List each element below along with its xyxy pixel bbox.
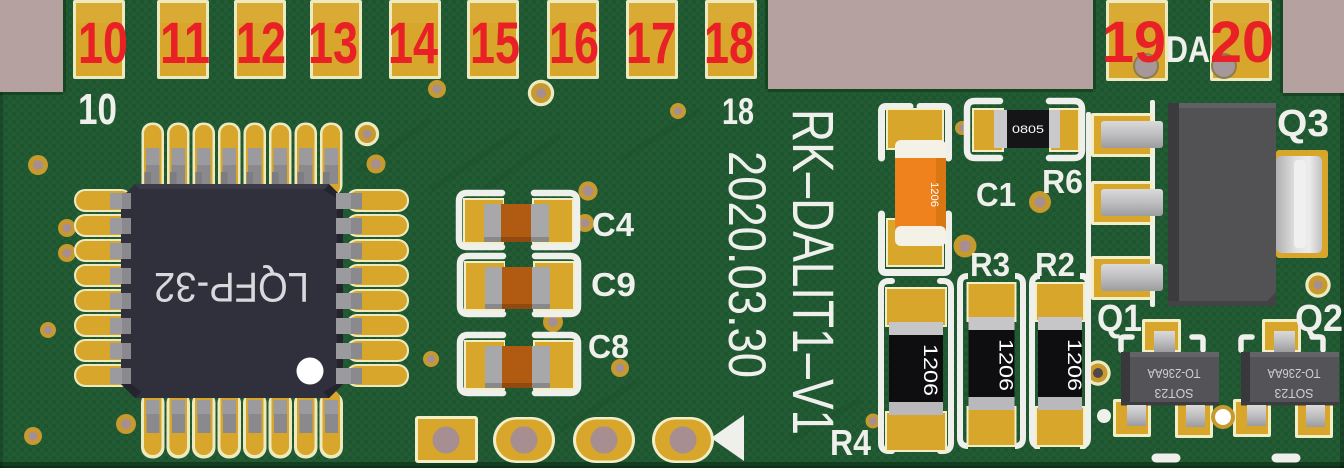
svg-text:Q2: Q2 bbox=[1295, 298, 1343, 340]
svg-text:C8: C8 bbox=[588, 328, 629, 365]
svg-text:20: 20 bbox=[1210, 10, 1274, 75]
svg-text:C9: C9 bbox=[591, 266, 636, 303]
svg-text:10: 10 bbox=[78, 11, 128, 76]
svg-text:0805: 0805 bbox=[1012, 124, 1044, 136]
svg-text:R6: R6 bbox=[1042, 163, 1083, 200]
svg-text:18: 18 bbox=[722, 91, 754, 132]
svg-text:SOT23: SOT23 bbox=[1155, 386, 1194, 401]
svg-text:R2: R2 bbox=[1035, 246, 1075, 283]
svg-text:Q1: Q1 bbox=[1097, 298, 1142, 340]
svg-text:14: 14 bbox=[388, 11, 438, 76]
svg-text:15: 15 bbox=[470, 11, 520, 76]
svg-text:SOT23: SOT23 bbox=[1275, 386, 1314, 401]
svg-text:DA: DA bbox=[1166, 29, 1210, 70]
svg-text:19: 19 bbox=[1102, 10, 1166, 75]
svg-text:1206: 1206 bbox=[995, 339, 1016, 391]
svg-text:LQFP-32: LQFP-32 bbox=[154, 264, 309, 311]
svg-text:TO-236AA: TO-236AA bbox=[1147, 366, 1200, 381]
svg-text:16: 16 bbox=[549, 11, 599, 76]
svg-text:R4: R4 bbox=[830, 422, 871, 463]
svg-text:RK–DALIT1–V1: RK–DALIT1–V1 bbox=[780, 109, 845, 435]
svg-text:C4: C4 bbox=[592, 206, 635, 243]
svg-text:10: 10 bbox=[78, 85, 117, 134]
svg-text:1206: 1206 bbox=[928, 182, 940, 207]
svg-text:18: 18 bbox=[704, 11, 754, 76]
svg-text:17: 17 bbox=[626, 11, 676, 76]
svg-text:2020.03.30: 2020.03.30 bbox=[717, 151, 776, 378]
svg-text:1206: 1206 bbox=[1063, 339, 1084, 391]
svg-text:11: 11 bbox=[160, 11, 210, 76]
svg-text:TO-236AA: TO-236AA bbox=[1267, 366, 1320, 381]
svg-text:1206: 1206 bbox=[919, 344, 940, 396]
svg-text:12: 12 bbox=[236, 11, 286, 76]
svg-text:C1: C1 bbox=[976, 176, 1016, 213]
svg-text:Q3: Q3 bbox=[1277, 103, 1329, 145]
svg-text:R3: R3 bbox=[970, 246, 1010, 283]
svg-text:13: 13 bbox=[308, 11, 358, 76]
